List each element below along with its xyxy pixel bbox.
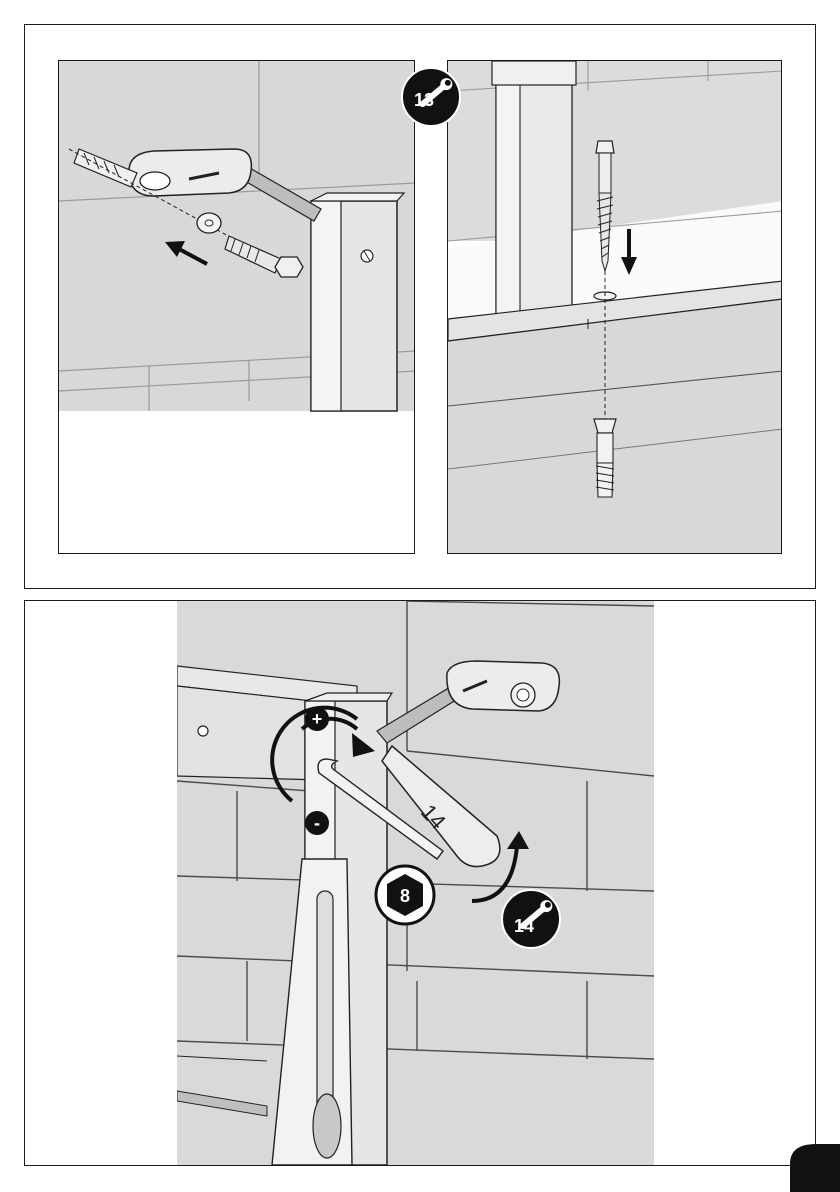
tighten-plus-sign: + (312, 709, 323, 729)
hex-key-icon: 8 (374, 864, 436, 926)
panel-anchor-plate-mounting (58, 60, 415, 554)
panel-floor-screw (447, 60, 782, 554)
wrench-icon: 13 (400, 66, 462, 128)
anchor-plate (129, 149, 251, 196)
loosen-minus-sign: - (314, 813, 320, 833)
step-13-badge: 13 (400, 66, 462, 128)
floor-screw-illustration (448, 61, 782, 554)
floor-dowel (594, 419, 616, 497)
anchor-plate-illustration (59, 61, 415, 554)
anchor-plate (447, 661, 560, 711)
hex-key-size-badge: 8 (374, 864, 436, 926)
step-13-number: 13 (414, 90, 434, 110)
page-corner-tab (786, 1142, 840, 1192)
frame-post (311, 193, 404, 411)
step-14-number: 14 (514, 916, 534, 936)
hex-key-size-number: 8 (400, 886, 410, 906)
wrench-icon: 14 (500, 888, 562, 950)
frame-post (492, 61, 576, 329)
step-14-badge: 14 (500, 888, 562, 950)
